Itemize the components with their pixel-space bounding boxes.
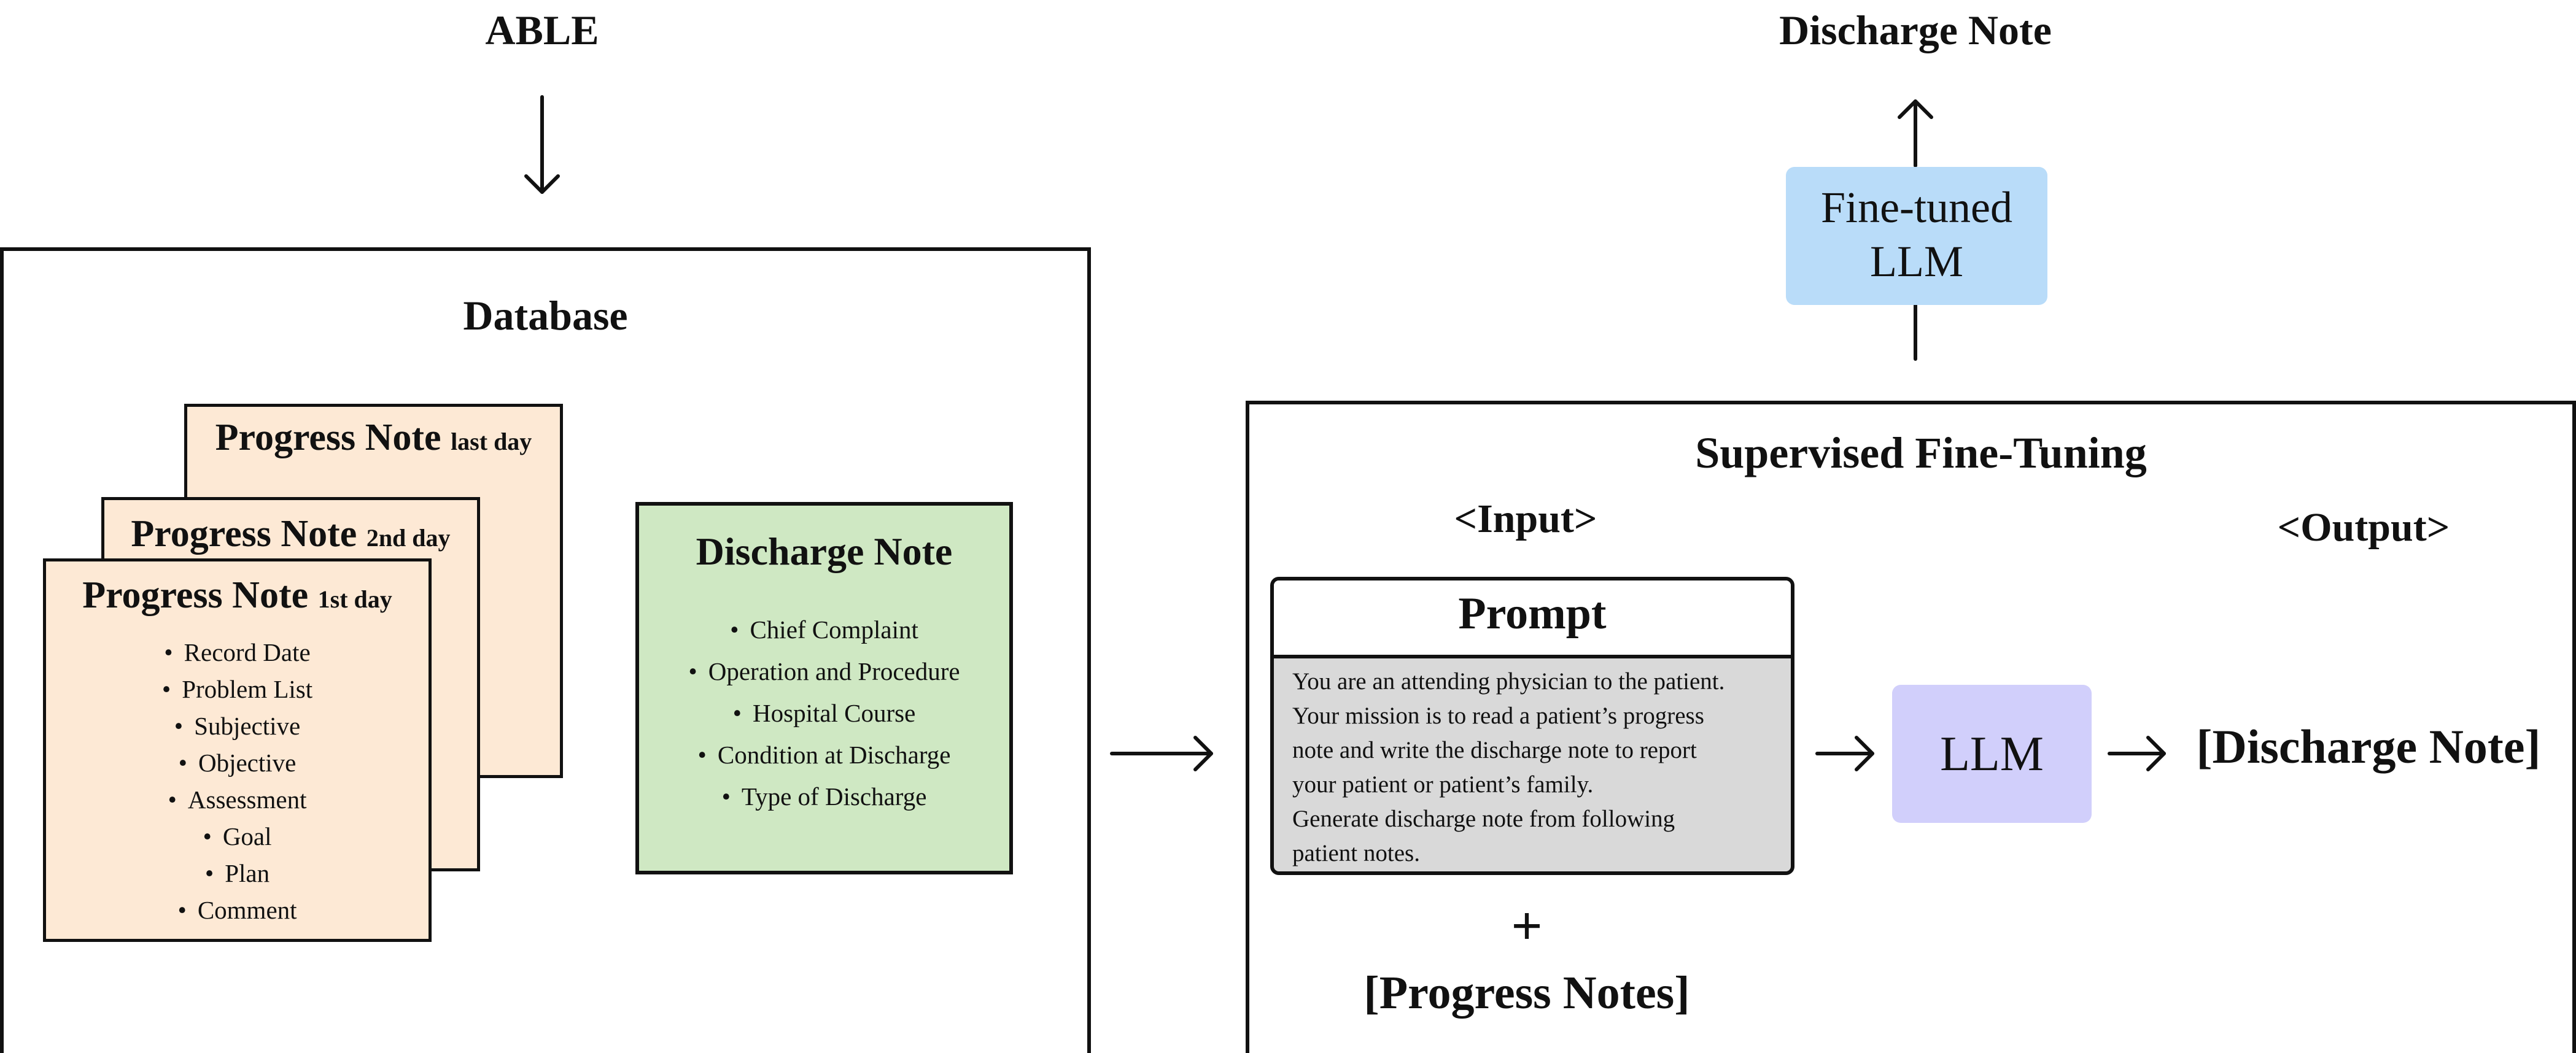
output-label: <Output> — [2277, 505, 2450, 550]
finetuned-to-output-arrow — [1898, 99, 1933, 168]
able-label: ABLE — [485, 7, 599, 53]
list-item: Comment — [46, 892, 429, 928]
sft-title: Supervised Fine-Tuning — [1695, 428, 2147, 477]
llm-to-output-arrow — [2108, 736, 2166, 771]
prompt-to-llm-arrow — [1815, 736, 1874, 771]
prompt-line: note and write the discharge note to rep… — [1292, 737, 1697, 763]
list-item: Goal — [46, 818, 429, 855]
prompt-line: Your mission is to read a patient’s prog… — [1292, 703, 1704, 729]
plus-sign: + — [1511, 896, 1543, 957]
prompt-line: You are an attending physician to the pa… — [1292, 668, 1725, 695]
list-item: Plan — [46, 855, 429, 892]
progress-notes-input-label: [Progress Notes] — [1364, 967, 1690, 1019]
list-item: Hospital Course — [639, 692, 1009, 734]
prompt-header: Prompt — [1274, 580, 1791, 658]
prompt-title: Prompt — [1458, 588, 1607, 639]
list-item: Operation and Procedure — [639, 650, 1009, 692]
discharge-note-items: Chief Complaint Operation and Procedure … — [639, 609, 1009, 817]
list-item: Type of Discharge — [639, 776, 1009, 817]
list-item: Problem List — [46, 671, 429, 708]
fine-tuned-llm-box: Fine-tuned LLM — [1786, 167, 2047, 305]
prompt-line: patient notes. — [1292, 840, 1420, 866]
input-label: <Input> — [1454, 496, 1597, 541]
progress-note-1st-day: Progress Note 1st day Record Date Proble… — [43, 558, 432, 942]
fine-tuned-llm-line1: Fine-tuned — [1821, 183, 2012, 232]
progress-note-1st-day-title: Progress Note 1st day — [82, 574, 392, 616]
fine-tuned-llm-line2: LLM — [1870, 237, 1963, 286]
progress-note-2nd-day-title: Progress Note 2nd day — [131, 513, 451, 555]
able-to-database-arrow — [524, 95, 560, 194]
prompt-line: Generate discharge note from following — [1292, 806, 1675, 832]
discharge-note-output-label: [Discharge Note] — [2196, 720, 2541, 773]
prompt-text: You are an attending physician to the pa… — [1292, 665, 1785, 871]
database-box — [0, 247, 1091, 1053]
list-item: Record Date — [46, 634, 429, 671]
progress-note-last-day-title: Progress Note last day — [215, 417, 532, 458]
progress-note-items: Record Date Problem List Subjective Obje… — [46, 634, 429, 928]
database-title: Database — [463, 292, 628, 339]
list-item: Chief Complaint — [639, 609, 1009, 650]
list-item: Subjective — [46, 708, 429, 744]
database-to-sft-arrow — [1110, 736, 1213, 771]
prompt-box: Prompt You are an attending physician to… — [1270, 577, 1794, 875]
sft-box — [1246, 401, 2576, 1053]
list-item: Objective — [46, 744, 429, 781]
final-discharge-note-label: Discharge Note — [1779, 7, 2052, 53]
list-item: Condition at Discharge — [639, 734, 1009, 776]
discharge-note-card: Discharge Note Chief Complaint Operation… — [635, 502, 1013, 874]
llm-label: LLM — [1940, 727, 2044, 781]
discharge-note-title: Discharge Note — [696, 530, 953, 573]
prompt-line: your patient or patient’s family. — [1292, 771, 1594, 798]
llm-box: LLM — [1892, 685, 2092, 823]
list-item: Assessment — [46, 781, 429, 818]
